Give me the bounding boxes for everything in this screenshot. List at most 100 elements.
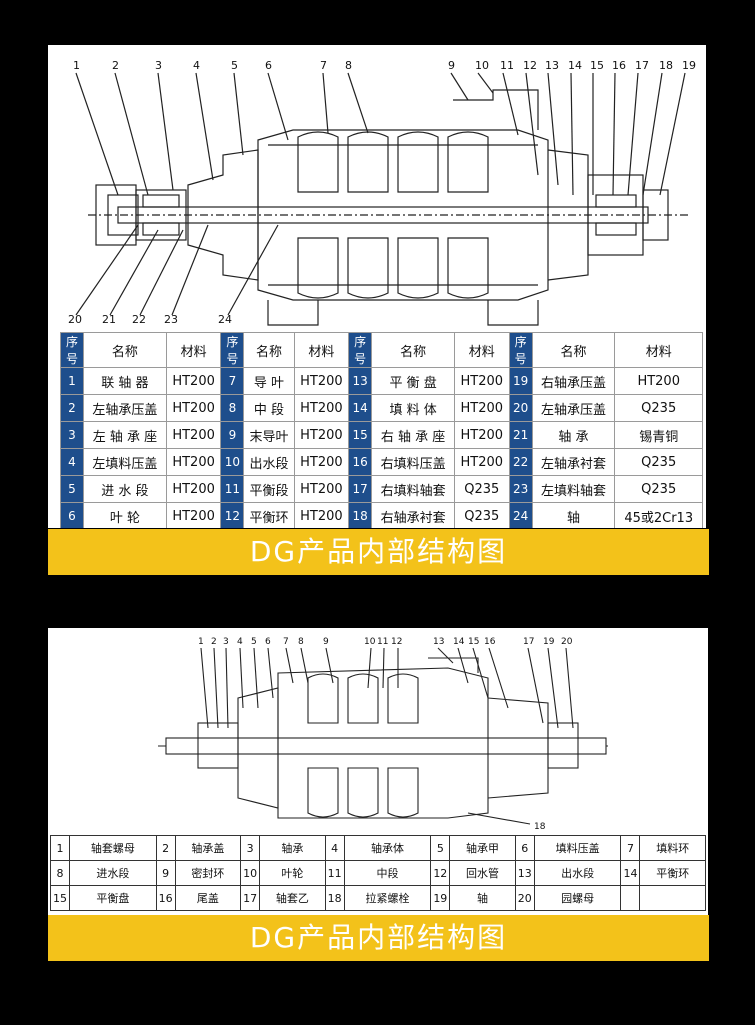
part-name: 平衡盘 (69, 885, 157, 911)
part-number: 5 (430, 835, 451, 861)
callout-number-2: 2 (112, 59, 119, 72)
part-material: HT200 (293, 475, 350, 503)
callout-number-16: 16 (612, 59, 626, 72)
part-number: 11 (220, 475, 245, 503)
header-no: 序号 (348, 332, 373, 368)
part-name: 出水段 (533, 860, 622, 886)
part-number: 14 (620, 860, 641, 886)
callout-number-15: 15 (590, 59, 604, 72)
part-number (620, 885, 641, 911)
callout-number-6: 6 (265, 59, 272, 72)
part-name: 左 轴 承 座 (83, 421, 167, 449)
callout-number-16: 16 (484, 637, 496, 647)
callout-number-2: 2 (211, 637, 217, 647)
part-name: 联 轴 器 (83, 367, 167, 395)
part-name: 右 轴 承 座 (371, 421, 455, 449)
part-number: 19 (508, 367, 533, 395)
header-name: 名称 (83, 332, 167, 368)
part-number: 11 (324, 860, 345, 886)
part-name: 回水管 (449, 860, 516, 886)
part-number: 21 (508, 421, 533, 449)
part-material: HT200 (293, 448, 350, 476)
part-number: 20 (514, 885, 535, 911)
part-number: 1 (60, 367, 84, 395)
part-number: 8 (50, 860, 70, 886)
header-name: 名称 (371, 332, 455, 368)
part-name: 轴承甲 (449, 835, 516, 861)
callout-number-6: 6 (265, 637, 271, 647)
part-name: 叶轮 (259, 860, 326, 886)
callout-number-7: 7 (283, 637, 289, 647)
part-name: 中 段 (243, 394, 295, 422)
callout-18: 18 (534, 822, 546, 832)
part-material: HT200 (165, 475, 222, 503)
part-material: HT200 (293, 367, 350, 395)
part-number: 2 (155, 835, 176, 861)
callout-number-20: 20 (68, 313, 82, 326)
part-name: 右填料压盖 (371, 448, 455, 476)
part-material: HT200 (293, 502, 350, 528)
callout-number-5: 5 (251, 637, 257, 647)
callout-number-8: 8 (298, 637, 304, 647)
part-name: 左轴承压盖 (531, 394, 616, 422)
callout-number-7: 7 (320, 59, 327, 72)
table-header-row: 序号名称材料序号名称材料序号名称材料序号名称材料 (60, 332, 703, 368)
part-material: HT200 (165, 421, 222, 449)
pump-drawing-lines (75, 72, 688, 326)
part-number: 6 (60, 502, 84, 528)
part-number: 9 (155, 860, 176, 886)
part-number: 22 (508, 448, 533, 476)
part-name: 左填料轴套 (531, 475, 616, 503)
part-name: 园螺母 (533, 885, 622, 911)
part-name: 填 料 体 (371, 394, 455, 422)
part-name: 左轴承衬套 (531, 448, 616, 476)
part-number: 19 (430, 885, 451, 911)
part-number: 15 (348, 421, 373, 449)
callout-number-12: 12 (523, 59, 537, 72)
part-number: 24 (508, 502, 533, 528)
part-name: 填料压盖 (533, 835, 622, 861)
part-number: 7 (620, 835, 641, 861)
part-number: 12 (220, 502, 245, 528)
pump-drawing-lines-2 (158, 647, 608, 825)
part-name: 右轴承衬套 (371, 502, 455, 528)
part-name: 右填料轴套 (371, 475, 455, 503)
callout-number-19: 19 (682, 59, 696, 72)
part-number: 23 (508, 475, 533, 503)
part-name: 轴承盖 (174, 835, 242, 861)
callout-number-3: 3 (155, 59, 162, 72)
part-material: 45或2Cr13 (614, 502, 703, 528)
part-name: 轴 (449, 885, 516, 911)
part-material: Q235 (454, 502, 510, 528)
header-material: 材料 (454, 332, 510, 368)
callout-number-10: 10 (364, 637, 376, 647)
part-material: Q235 (614, 475, 703, 503)
part-number: 8 (220, 394, 245, 422)
part-name: 左填料压盖 (83, 448, 167, 476)
callout-number-11: 11 (377, 637, 388, 647)
header-name: 名称 (243, 332, 295, 368)
callout-number-10: 10 (475, 59, 489, 72)
part-number: 9 (220, 421, 245, 449)
header-material: 材料 (293, 332, 350, 368)
part-name: 左轴承压盖 (83, 394, 167, 422)
callout-number-19: 19 (543, 637, 555, 647)
part-name: 平 衡 盘 (371, 367, 455, 395)
callout-number-20: 20 (561, 637, 573, 647)
part-material: HT200 (165, 448, 222, 476)
part-number: 7 (220, 367, 245, 395)
part-material: Q235 (614, 448, 703, 476)
callout-number-3: 3 (223, 637, 229, 647)
part-number: 1 (50, 835, 70, 861)
part-material: HT200 (454, 421, 510, 449)
part-number: 13 (348, 367, 373, 395)
part-name: 导 叶 (243, 367, 295, 395)
part-number: 20 (508, 394, 533, 422)
callout-number-14: 14 (453, 637, 465, 647)
